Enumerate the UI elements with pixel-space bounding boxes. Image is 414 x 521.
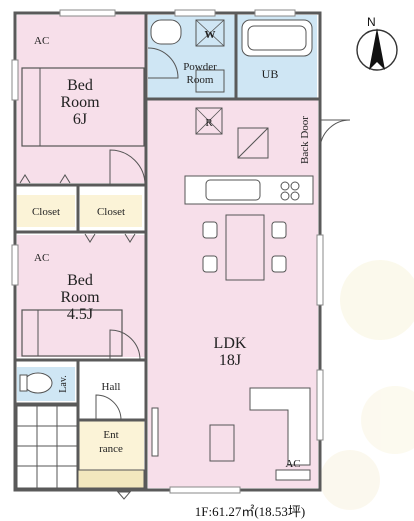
ac-mark-bedroom-45j: AC — [34, 252, 49, 264]
kitchen-sink — [205, 179, 261, 201]
toilet-powder — [150, 19, 182, 45]
ac-unit-ldk — [275, 469, 311, 481]
ldk-label-2: 18J — [219, 352, 241, 369]
closet-left-label: Closet — [32, 206, 60, 218]
bedroom-45j-label-3: 4.5J — [67, 306, 93, 323]
compass-north-label: N — [367, 15, 376, 29]
closet-shelf-marks — [19, 174, 136, 243]
entrance-label-1: Ent — [103, 429, 118, 441]
entrance-step — [77, 469, 145, 489]
compass-icon: N — [356, 15, 398, 71]
ldk-label-1: LDK — [214, 335, 247, 352]
floor-area-caption: 1F:61.27㎡(18.53坪) — [194, 504, 306, 519]
washer-box — [195, 19, 225, 47]
hall-floor — [78, 367, 144, 419]
ac-mark-ldk: AC — [285, 458, 300, 470]
sink-powder — [195, 69, 225, 93]
sofa — [249, 387, 311, 466]
entrance-label-2: rance — [99, 443, 123, 455]
washer-mark: W — [205, 29, 216, 41]
windows — [11, 9, 324, 494]
coffee-table — [209, 424, 235, 462]
closet-left-floor — [17, 195, 75, 227]
dining-table — [225, 214, 265, 281]
dining-chairs — [202, 221, 287, 273]
bedroom-6j-label-2: Room — [60, 94, 100, 111]
toilet-lav — [23, 372, 53, 394]
lav-label: Lav. — [58, 375, 69, 392]
tv-stand — [151, 407, 159, 457]
stove-burners — [280, 181, 300, 201]
background-decoration — [320, 260, 414, 510]
back-door-label: Back Door — [299, 116, 311, 164]
door-swings — [95, 47, 351, 421]
refrigerator-mark: R — [205, 117, 213, 129]
closet-right-label: Closet — [97, 206, 125, 218]
ub-label: UB — [262, 67, 279, 81]
bed-45j — [21, 309, 123, 357]
bedroom-6j-label-1: Bed — [67, 77, 93, 94]
powder-room-label-2: Room — [187, 74, 214, 86]
powder-room-label-1: Powder — [183, 61, 217, 73]
closet-right-floor — [80, 195, 142, 227]
bedroom-6j-label-3: 6J — [73, 111, 87, 128]
bedroom-45j-label-1: Bed — [67, 272, 93, 289]
hall-label: Hall — [102, 381, 121, 393]
stairs — [16, 405, 78, 489]
bedroom-45j-label-2: Room — [60, 289, 100, 306]
refrigerator-box — [195, 107, 223, 135]
ac-mark-bedroom-6j: AC — [34, 35, 49, 47]
north-compass: N — [352, 12, 402, 74]
bedroom-6j-floor — [17, 15, 145, 183]
bathtub — [241, 19, 313, 57]
range-hood — [237, 127, 269, 159]
bed-6j — [21, 67, 145, 147]
